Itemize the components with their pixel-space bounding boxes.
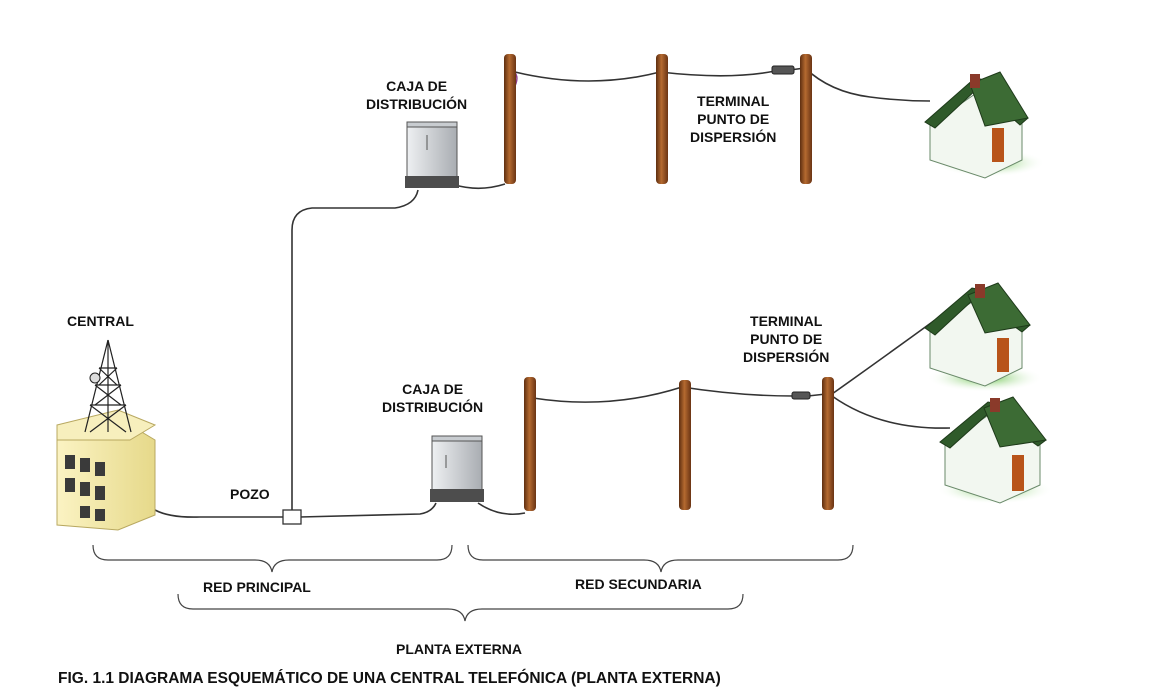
label-caja-bottom-line2: DISTRIBUCIÓN (382, 399, 484, 415)
poles (504, 54, 834, 511)
house-middle (924, 282, 1043, 392)
label-planta-externa: PLANTA EXTERNA (396, 641, 522, 657)
label-caja-top-line2: DISTRIBUCIÓN (366, 96, 468, 112)
aerial-line-top-2 (789, 67, 931, 102)
label-terminal-top-line1: TERMINAL (697, 93, 770, 109)
house-top (924, 71, 1045, 179)
drop-house-c (831, 395, 951, 429)
label-pozo: POZO (230, 486, 270, 502)
label-terminal-top-line2: PUNTO DE (697, 111, 770, 127)
label-terminal-bottom: TERMINAL PUNTO DE DISPERSIÓN (743, 312, 829, 366)
cable-bottom-cabinet-pole (477, 502, 526, 516)
cable-pozo-top-cabinet (291, 189, 419, 511)
brace-red-principal (92, 544, 453, 573)
cable-top-cabinet-pole (454, 183, 506, 190)
terminal-box-top (771, 65, 795, 75)
house-bottom (937, 396, 1053, 504)
label-caja-bottom: CAJA DE DISTRIBUCIÓN (382, 380, 483, 416)
pole-top-2 (656, 54, 668, 184)
pole-bottom-1 (524, 377, 536, 511)
braces (92, 544, 854, 622)
label-caja-top: CAJA DE DISTRIBUCIÓN (366, 77, 467, 113)
distribution-cabinet-bottom (430, 435, 484, 502)
distribution-cabinet-top (405, 121, 459, 188)
pozo-box (282, 509, 302, 525)
label-caja-top-line1: CAJA DE (386, 78, 448, 94)
label-terminal-bottom-line2: PUNTO DE (750, 331, 823, 347)
label-terminal-bottom-line1: TERMINAL (750, 313, 823, 329)
aerial-line-bottom (532, 386, 794, 403)
pole-bottom-3 (822, 377, 834, 510)
brace-planta-externa (177, 593, 744, 622)
central-building (56, 339, 157, 531)
label-central: CENTRAL (67, 313, 134, 329)
pole-top-1 (504, 54, 516, 184)
drop-house-b (831, 319, 936, 395)
label-caja-bottom-line1: CAJA DE (402, 381, 464, 397)
brace-red-secundaria (467, 544, 854, 573)
label-terminal-top: TERMINAL PUNTO DE DISPERSIÓN (690, 92, 776, 146)
terminal-box-bottom (791, 391, 811, 400)
label-red-secundaria: RED SECUNDARIA (575, 576, 702, 592)
figure-caption: FIG. 1.1 DIAGRAMA ESQUEMÁTICO DE UNA CEN… (58, 670, 721, 687)
aerial-line-top (514, 70, 776, 82)
cable-pozo-cabinet (299, 502, 437, 518)
cable-central-pozo (154, 509, 283, 518)
pole-bottom-2 (679, 380, 691, 510)
label-red-principal: RED PRINCIPAL (203, 579, 311, 595)
label-terminal-bottom-line3: DISPERSIÓN (743, 349, 830, 365)
pole-top-3 (800, 54, 812, 184)
label-terminal-top-line3: DISPERSIÓN (690, 129, 777, 145)
